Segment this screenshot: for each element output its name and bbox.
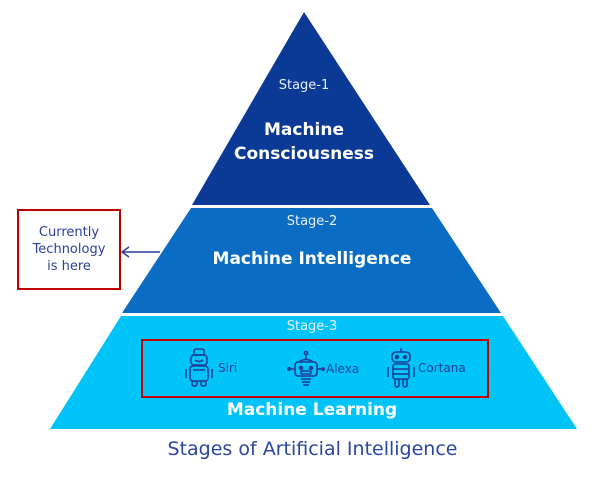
note-line-3: is here xyxy=(47,259,91,274)
stage-1-title: Machine Consciousness xyxy=(224,118,384,166)
example-label: Alexa xyxy=(326,362,360,376)
stage-1-label: Stage-1 xyxy=(278,78,330,93)
example-alexa: Alexa xyxy=(287,350,359,388)
stage-3-label: Stage-3 xyxy=(286,319,338,334)
robot-icon xyxy=(185,348,213,387)
stage-1-layer xyxy=(192,12,430,205)
note-line-2: Technology xyxy=(32,242,106,257)
stage-3-layer xyxy=(50,316,577,429)
example-siri: Siri xyxy=(183,347,237,389)
example-label: Siri xyxy=(218,361,238,375)
stage-2-label: Stage-2 xyxy=(286,214,338,229)
current-technology-note: Currently Technology is here xyxy=(17,209,121,290)
stage-2-layer xyxy=(122,208,501,313)
example-label: Cortana xyxy=(418,361,466,375)
stage-1-title-line1: Machine xyxy=(263,120,345,140)
examples-highlight-box xyxy=(141,339,489,398)
stage-3-title: Machine Learning xyxy=(226,400,398,420)
robot-head-icon xyxy=(287,350,325,386)
stage-1-title-line2: Consciousness xyxy=(233,144,375,164)
example-cortana: Cortana xyxy=(386,347,466,389)
note-line-1: Currently xyxy=(38,225,100,240)
robot-icon xyxy=(387,348,415,388)
arrow-left-icon xyxy=(120,246,130,258)
diagram-caption: Stages of Artificial Intelligence xyxy=(167,438,458,460)
stage-2-title: Machine Intelligence xyxy=(212,249,412,269)
